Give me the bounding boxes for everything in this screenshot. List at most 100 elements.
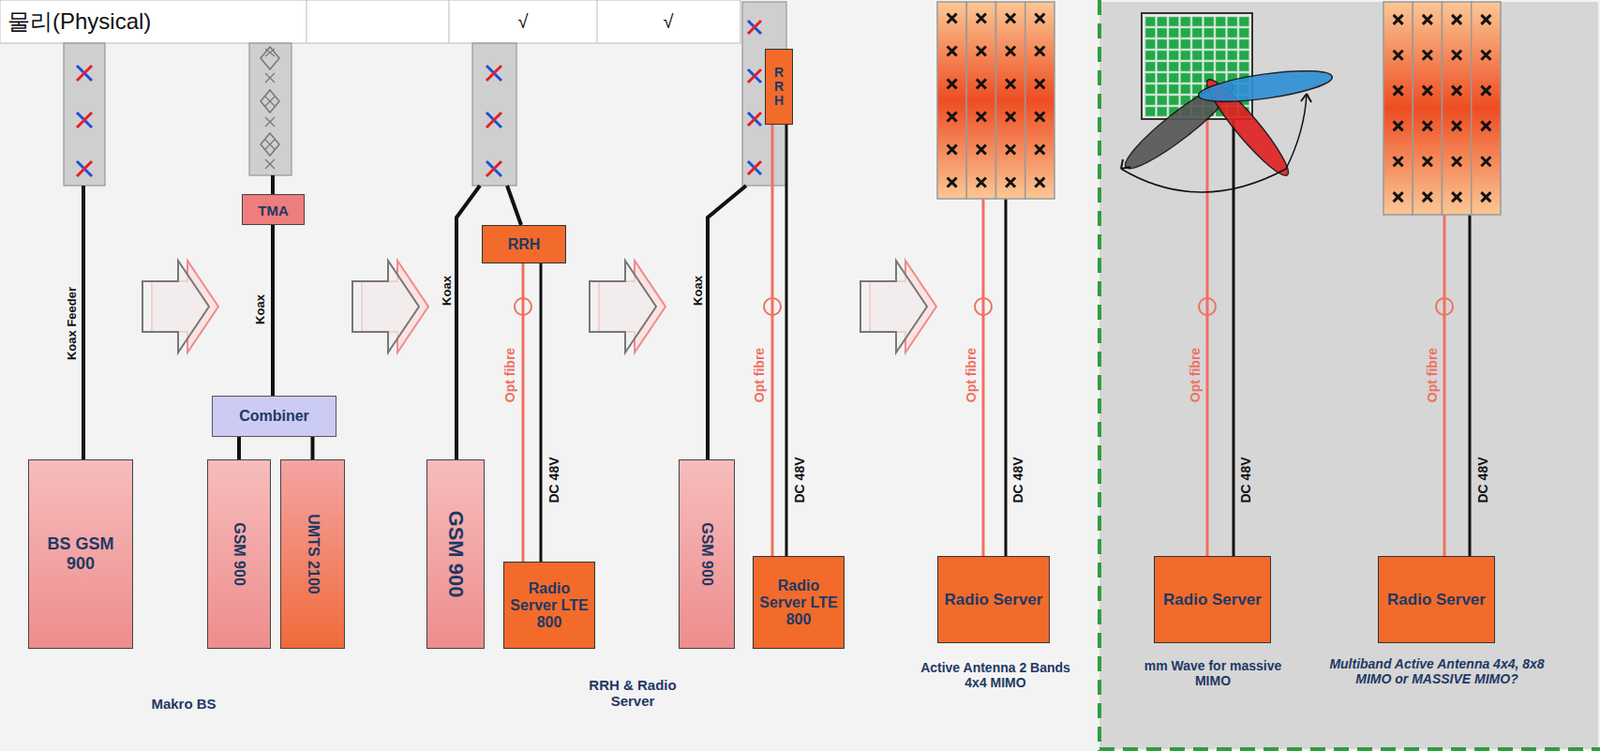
radiator-cross (1480, 156, 1491, 166)
patch-element (1192, 61, 1203, 72)
cable-label: DC 48V (792, 456, 808, 503)
cable-line (522, 263, 525, 562)
transition-arrow (142, 260, 210, 353)
cable-label: DC 48V (1010, 456, 1026, 503)
cable-line (311, 436, 315, 460)
cable (974, 298, 992, 315)
passive-antenna (486, 65, 502, 177)
passive-antenna (265, 48, 275, 169)
radiator-cross (1005, 178, 1016, 188)
radio-server: Radio Server LTE 800 (503, 561, 596, 649)
rrh-box: RRH (481, 224, 567, 264)
patch-element (1192, 16, 1203, 27)
cable (507, 185, 522, 225)
cable (1206, 117, 1210, 556)
patch-element (1215, 28, 1227, 38)
patch-element (1204, 39, 1215, 49)
table-cell: √ (518, 11, 529, 33)
cable (982, 198, 986, 556)
patch-element (1204, 50, 1215, 60)
cable (1004, 198, 1008, 556)
region-5g (1099, 0, 1600, 751)
patch-element (1192, 73, 1203, 83)
cable-line (785, 124, 789, 556)
passive-antenna (747, 20, 762, 175)
radiator-cross (1393, 86, 1404, 96)
cable (1443, 214, 1447, 556)
cable-connector (540, 263, 542, 562)
node-text: BS GSM 900 (32, 534, 129, 574)
patch-element (1168, 73, 1180, 83)
radiator-cross (1422, 156, 1433, 166)
radiator-cross (1393, 14, 1404, 25)
patch-element (1157, 106, 1168, 117)
transition-arrow (352, 260, 419, 353)
rrh-box: RRH (764, 48, 793, 125)
cable-connector (312, 436, 314, 460)
cable-connector (763, 124, 781, 556)
radiator-cross (1034, 112, 1045, 122)
radiator-cross (947, 112, 958, 122)
caption-text: Multiband Active Antenna 4x4, 8x8 MIMO o… (1329, 656, 1545, 687)
patch-element (1145, 61, 1156, 72)
passive-antenna (76, 65, 92, 177)
cable-connector (272, 224, 274, 396)
patch-element (1157, 61, 1168, 72)
patch-element (1168, 39, 1180, 49)
radiator-cross (1034, 14, 1045, 24)
patch-element (1239, 16, 1250, 27)
patch-element (1239, 39, 1250, 49)
radiator-cross (1451, 192, 1462, 202)
patch-element (1168, 61, 1180, 72)
cable-connector (239, 436, 240, 460)
fibre-marker (514, 298, 532, 315)
passive-antenna (472, 43, 517, 186)
caption-text: RRH & Radio Server (571, 676, 694, 709)
cable (81, 185, 86, 460)
cable-label: Koax (253, 294, 268, 325)
beam (1121, 93, 1312, 169)
node-text: GSM 900 (230, 522, 248, 586)
radiator-cross (1005, 79, 1016, 90)
transition-arrow (860, 260, 928, 353)
patch-element (1181, 61, 1192, 72)
patch-element (1145, 28, 1156, 38)
bts-box: GSM 900 (207, 459, 271, 649)
cable-label: Koax Feeder (64, 286, 79, 360)
cable-label: Koax (690, 275, 705, 306)
node-text: RRH (486, 236, 562, 254)
cable-connector (514, 263, 532, 562)
patch-element (1145, 95, 1156, 105)
patch-element (1204, 16, 1215, 27)
tma-box: TMA (241, 194, 305, 225)
patch-element (1168, 28, 1180, 38)
cable (1435, 298, 1453, 315)
cable (1232, 117, 1236, 556)
node-text: Radio Server LTE 800 (508, 580, 591, 631)
caption-text: Active Antenna 2 Bands 4x4 MIMO (911, 659, 1080, 690)
patch-element (1192, 39, 1203, 49)
cable (456, 185, 480, 460)
region-5g (1097, 0, 1102, 751)
patch-element (1157, 28, 1168, 38)
antenna-column (1383, 1, 1413, 215)
node-text: Radio Server LTE 800 (757, 577, 840, 629)
radiator-cross (976, 79, 987, 90)
patch-element (1157, 73, 1168, 83)
bts-box: GSM 900 (426, 459, 485, 649)
radiator-cross (947, 14, 958, 24)
radiator-cross (1005, 14, 1016, 24)
patch-element (1215, 16, 1227, 27)
radiator-cross (1034, 178, 1045, 188)
radiator-cross (1451, 156, 1462, 166)
cable-label: Opt fibre (502, 347, 518, 403)
cable (707, 185, 747, 460)
node-text: TMA (246, 201, 300, 218)
base-station: BS GSM 900 (28, 459, 134, 649)
combiner-box: Combiner (211, 395, 337, 437)
radiator-cross (1422, 86, 1433, 96)
transition-arrow (589, 260, 657, 353)
patch-element (1215, 50, 1227, 60)
antenna-column (937, 1, 967, 199)
cable-line (237, 436, 241, 460)
